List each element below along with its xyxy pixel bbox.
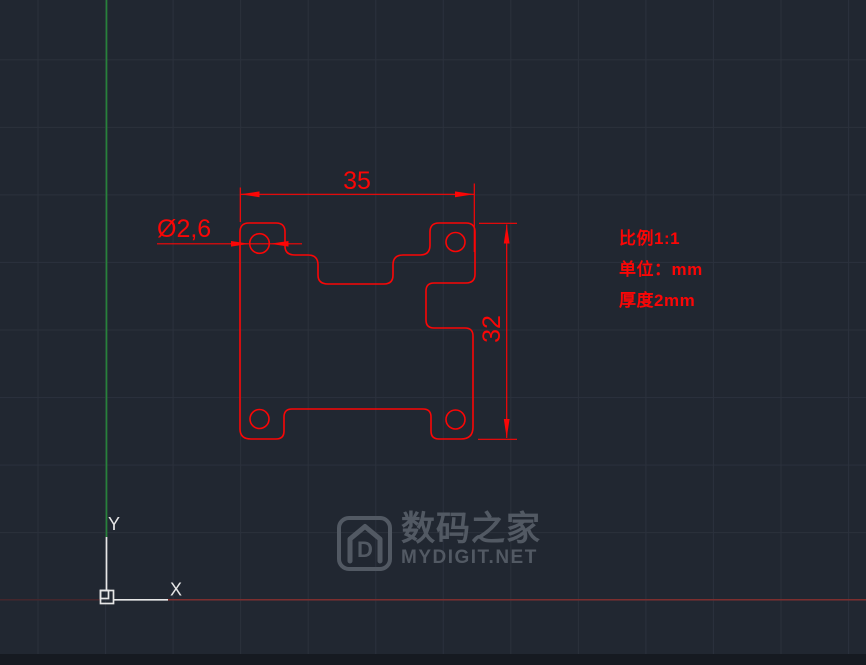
dimension-width[interactable]: 35 bbox=[239, 167, 475, 252]
note-thickness[interactable]: 厚度2mm bbox=[619, 291, 696, 310]
ucs-origin-box-inner bbox=[99, 589, 110, 600]
note-scale[interactable]: 比例1:1 bbox=[619, 229, 681, 248]
bottom-edge-strip bbox=[0, 654, 866, 665]
dimension-width-text[interactable]: 35 bbox=[343, 167, 371, 195]
ucs-icon[interactable]: Y X bbox=[99, 514, 183, 605]
hole-diameter-leader[interactable]: Ø2,6 bbox=[157, 215, 302, 247]
hole-diameter-text[interactable]: Ø2,6 bbox=[157, 215, 211, 243]
watermark: D 数码之家 MYDIGIT.NET bbox=[336, 511, 541, 571]
ucs-y-label: Y bbox=[108, 514, 120, 534]
arrowhead-right bbox=[455, 191, 474, 198]
hole-top-right[interactable] bbox=[445, 231, 466, 253]
ucs-origin-box bbox=[99, 589, 115, 605]
logo-frame bbox=[337, 516, 392, 571]
part-geometry[interactable] bbox=[239, 222, 476, 440]
dimension-height[interactable]: 32 bbox=[478, 222, 517, 440]
arrowhead-pointing-right bbox=[231, 241, 250, 247]
house-icon bbox=[347, 524, 383, 564]
part-outline[interactable] bbox=[239, 222, 476, 440]
hole-bottom-left[interactable] bbox=[249, 408, 270, 430]
arrowhead-bottom bbox=[503, 419, 510, 438]
hole-bottom-right[interactable] bbox=[445, 409, 466, 430]
watermark-subtitle: MYDIGIT.NET bbox=[401, 547, 538, 568]
arrowhead-left bbox=[240, 191, 260, 198]
logo-letter: D bbox=[357, 537, 373, 562]
arrowhead-pointing-left bbox=[270, 241, 289, 247]
watermark-title: 数码之家 bbox=[401, 510, 541, 548]
ucs-x-label: X bbox=[170, 580, 182, 600]
watermark-logo: D bbox=[337, 516, 392, 571]
arrowhead-top bbox=[503, 224, 510, 244]
world-axes bbox=[0, 0, 866, 601]
dimension-height-text[interactable]: 32 bbox=[478, 315, 506, 343]
note-unit[interactable]: 单位：mm bbox=[619, 260, 703, 279]
